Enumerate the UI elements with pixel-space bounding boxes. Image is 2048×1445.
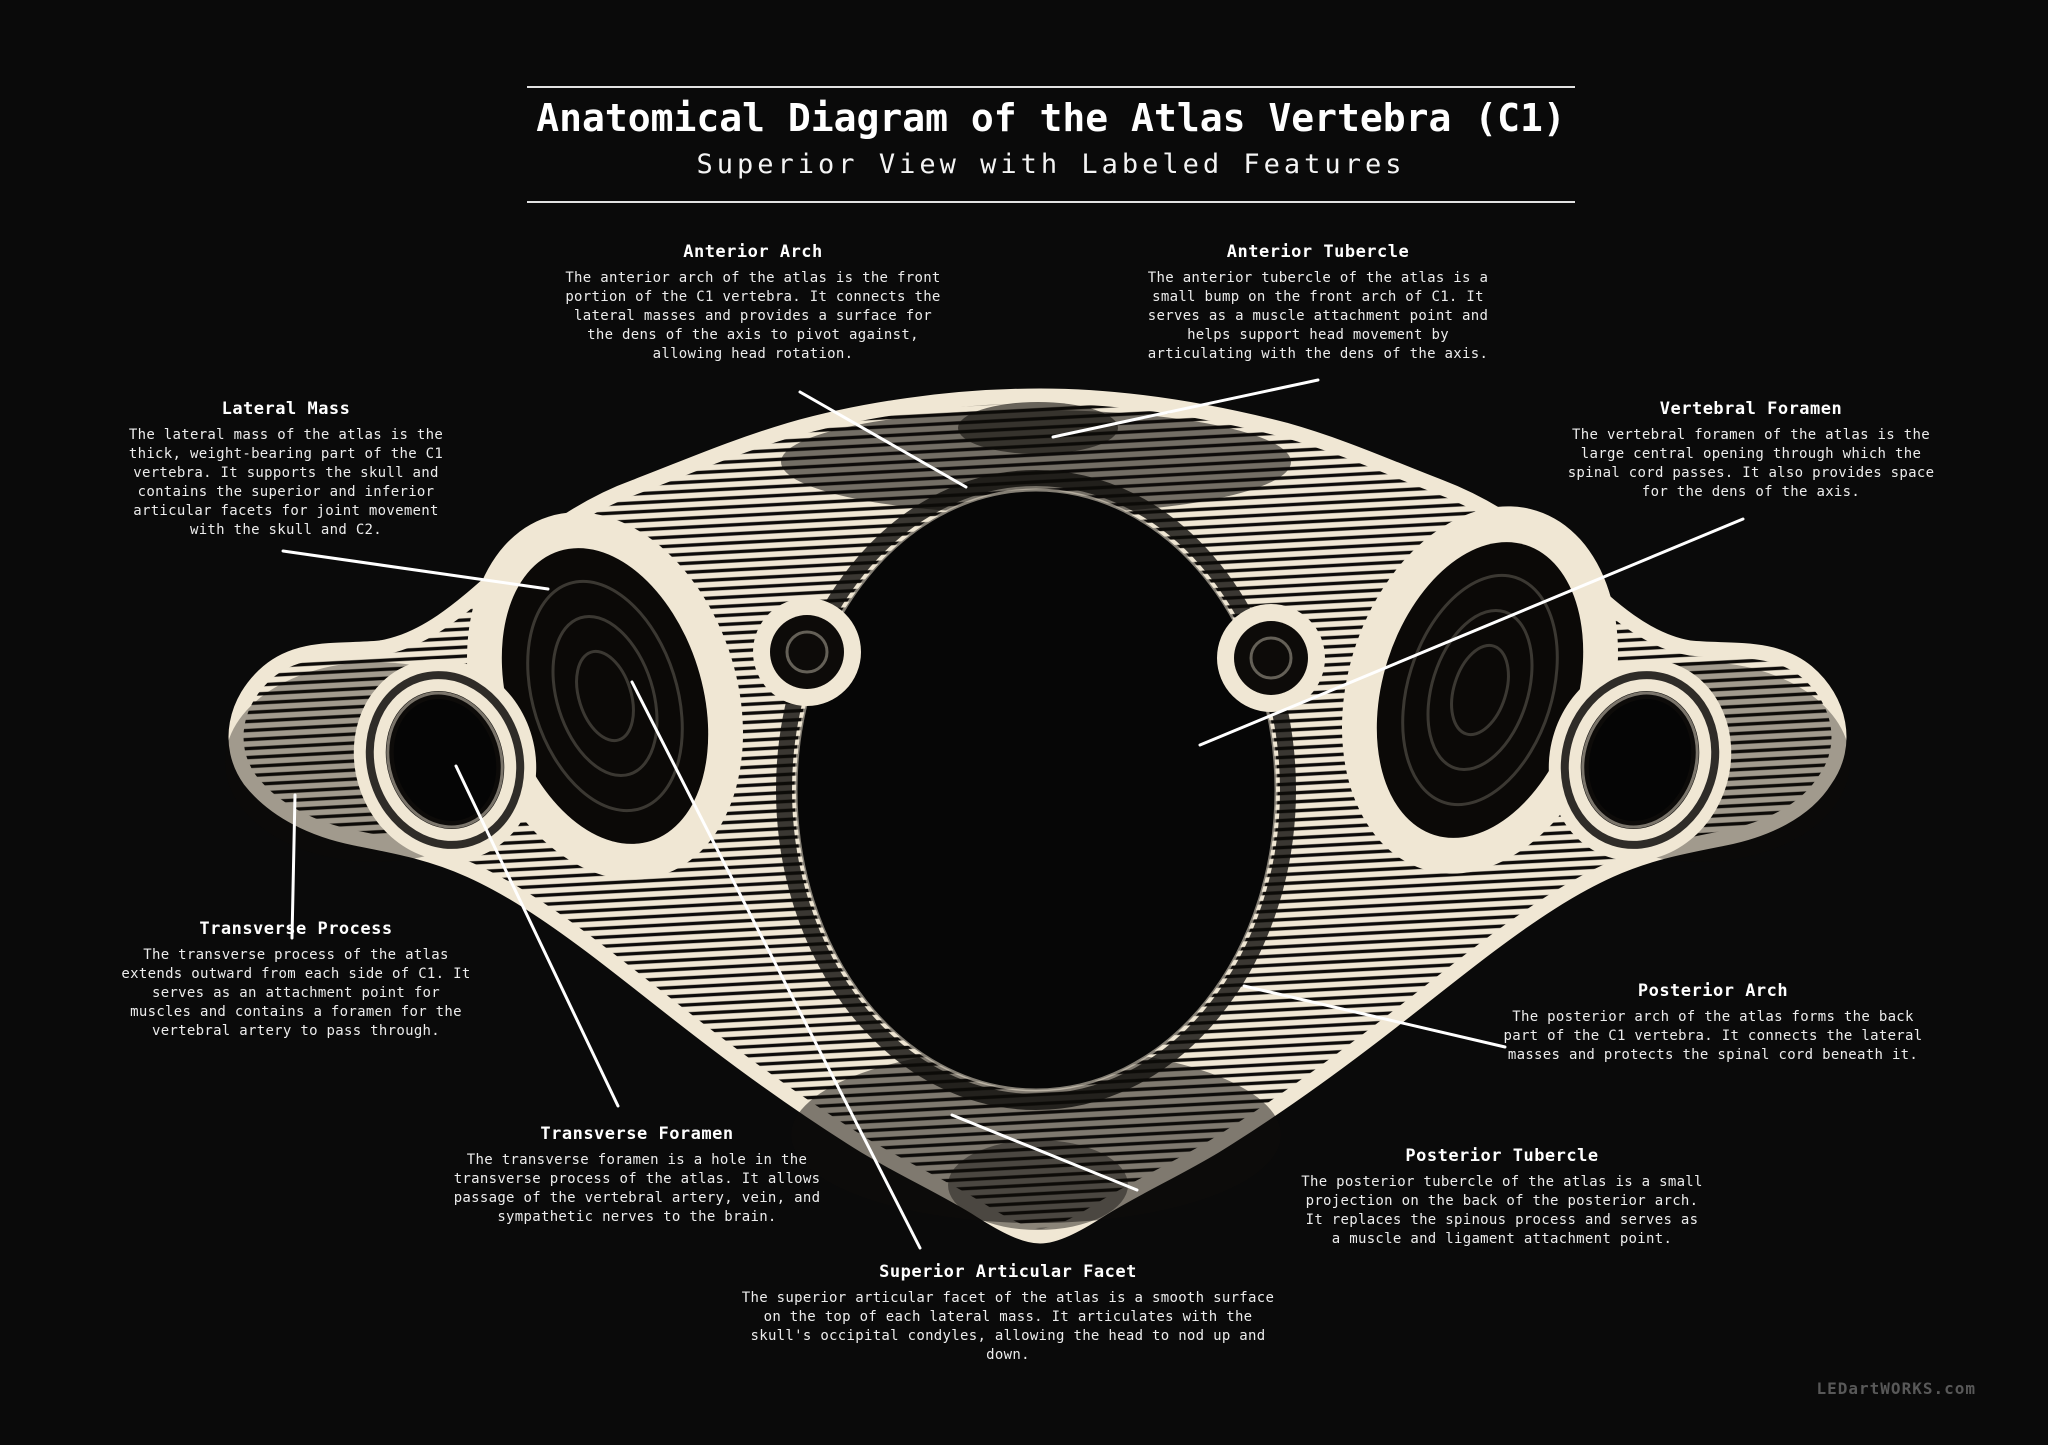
label-title: Transverse Process — [199, 919, 393, 939]
leader-line-superior-articular-facet — [630, 680, 922, 1250]
label-title: Vertebral Foramen — [1659, 399, 1843, 419]
label-body: The lateral mass of the atlas is the thi… — [128, 427, 444, 538]
leader-line-transverse-foramen — [454, 764, 620, 1108]
anterior-tubercle-shade — [958, 402, 1118, 454]
leader-line-posterior-tubercle — [950, 1113, 1139, 1192]
vertebral-foramen-hole — [796, 490, 1276, 1090]
leader-line-anterior-tubercle — [1051, 378, 1320, 439]
anterior-arch-shade — [781, 410, 1291, 514]
label-body: The posterior arch of the atlas forms th… — [1503, 1009, 1923, 1063]
label-posterior-tubercle: Posterior Tubercle The posterior tubercl… — [1300, 1146, 1705, 1249]
label-title: Lateral Mass — [221, 399, 351, 419]
label-body: The superior articular facet of the atla… — [741, 1290, 1275, 1363]
left-superior-articular-facet — [466, 512, 744, 880]
leader-line-anterior-arch — [798, 390, 968, 489]
label-vertebral-foramen: Vertebral Foramen The vertebral foramen … — [1551, 399, 1951, 502]
label-superior-articular-facet: Superior Articular Facet The superior ar… — [738, 1262, 1278, 1365]
label-title: Superior Articular Facet — [879, 1262, 1137, 1282]
label-body: The transverse process of the atlas exte… — [121, 947, 471, 1039]
label-posterior-arch: Posterior Arch The posterior arch of the… — [1493, 981, 1933, 1065]
label-body: The transverse foramen is a hole in the … — [453, 1152, 821, 1225]
right-tubercle-knob — [1217, 604, 1325, 712]
label-title: Transverse Foramen — [540, 1124, 734, 1144]
header-rule-top — [527, 86, 1575, 88]
header-rule-bottom — [527, 201, 1575, 203]
leader-line-vertebral-foramen — [1198, 517, 1745, 747]
label-anterior-arch: Anterior Arch The anterior arch of the a… — [561, 242, 946, 364]
label-title: Posterior Tubercle — [1405, 1146, 1599, 1166]
vertebra-bone — [225, 388, 1850, 1244]
label-body: The posterior tubercle of the atlas is a… — [1301, 1174, 1703, 1247]
right-transverse-foramen — [1548, 659, 1732, 861]
label-title: Posterior Arch — [1637, 981, 1789, 1001]
posterior-tubercle-shade — [948, 1140, 1128, 1230]
label-body: The anterior tubercle of the atlas is a … — [1147, 270, 1489, 362]
leader-line-lateral-mass — [281, 549, 550, 591]
label-body: The vertebral foramen of the atlas is th… — [1567, 427, 1935, 500]
label-body: The anterior arch of the atlas is the fr… — [565, 270, 941, 362]
page-title: Anatomical Diagram of the Atlas Vertebra… — [536, 96, 1566, 140]
label-transverse-foramen: Transverse Foramen The transverse forame… — [437, 1124, 837, 1227]
left-tubercle-knob — [753, 598, 861, 706]
left-transverse-foramen — [353, 659, 537, 861]
label-lateral-mass: Lateral Mass The lateral mass of the atl… — [114, 399, 459, 540]
leader-line-transverse-process — [290, 793, 297, 940]
page-subtitle: Superior View with Labeled Features — [696, 149, 1406, 180]
label-transverse-process: Transverse Process The transverse proces… — [119, 919, 474, 1041]
label-title: Anterior Tubercle — [1226, 242, 1410, 262]
watermark: LEDartWORKS.com — [1816, 1379, 1976, 1398]
label-anterior-tubercle: Anterior Tubercle The anterior tubercle … — [1131, 242, 1506, 364]
label-title: Anterior Arch — [683, 242, 823, 262]
leader-line-posterior-arch — [1242, 984, 1507, 1049]
posterior-arch-shade — [791, 1047, 1281, 1223]
leader-lines — [281, 378, 1745, 1250]
